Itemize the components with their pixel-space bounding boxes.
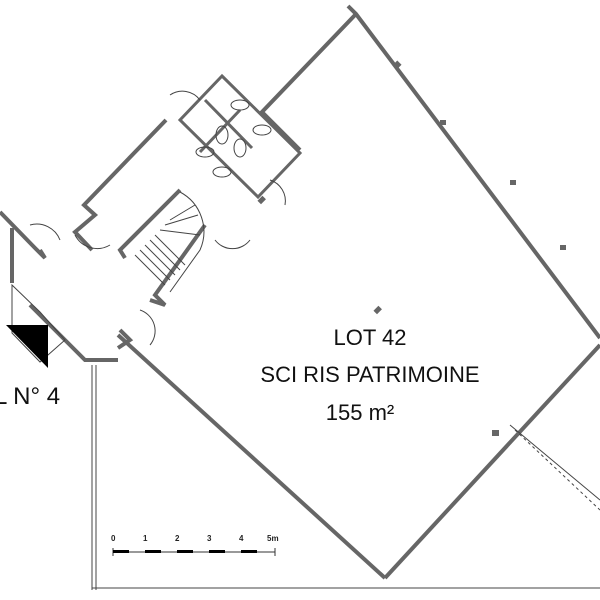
scale-tick: 3 [207,534,212,543]
scale-tick: 1 [143,534,148,543]
entry-post [116,328,134,350]
scale-tick: 2 [175,534,180,543]
stair-shaft [149,223,207,307]
core-wall-stair [72,118,168,252]
wc-block [177,73,303,200]
scale-tick: 5m [267,534,279,543]
neighbor-lot-label: L N° 4 [0,383,61,410]
core-wall-upper [259,12,358,152]
outer-wall-top-right [346,4,600,340]
scale-bar [112,548,276,556]
lot-area: 155 m² [325,400,395,425]
north-arrow-icon [6,325,48,368]
door-swing [29,223,61,241]
lot-title: LOT 42 [333,325,407,350]
outer-wall-bottom-right [383,343,600,580]
scale-tick: 0 [111,534,116,543]
lot-owner: SCI RIS PATRIMOINE [260,362,480,387]
stair-curve [169,191,205,293]
stair-wall [117,188,182,260]
scale-tick: 4 [239,534,244,543]
west-wall-diagonal [28,303,118,362]
outer-wall-bottom-left [116,333,387,580]
core-wall-entry [0,210,47,260]
